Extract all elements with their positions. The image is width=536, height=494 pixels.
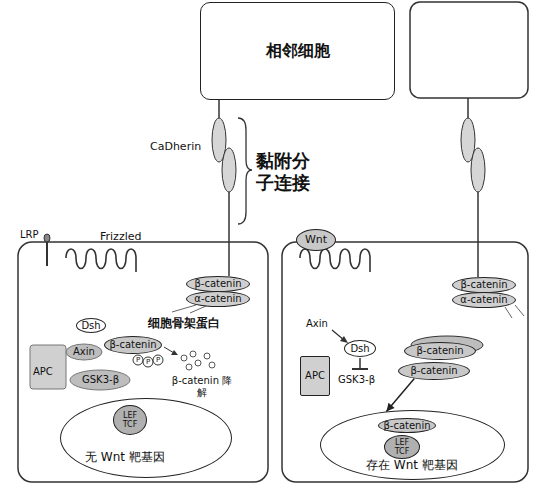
part-label: 细胞骨架蛋白 [148, 316, 220, 330]
part-label: Axin [73, 346, 95, 358]
ligand-oval: Wnt [296, 229, 336, 251]
neighbor-cell: 相邻细胞 [200, 2, 395, 100]
lrp-receptor [46, 240, 48, 266]
node-text: Dsh [81, 320, 100, 332]
inhibition-line [359, 358, 361, 369]
protein-oval: β-catenin [452, 277, 516, 293]
protein-box: APC [300, 356, 330, 396]
part-label: GSK3-β [82, 374, 119, 386]
protein-oval: β-catenin [104, 336, 162, 354]
node-text: β-catenin [460, 279, 507, 291]
node-text: β-catenin [109, 339, 156, 351]
node-text: 存在 Wnt 靶基因 [366, 459, 458, 473]
cadherin-stalk [218, 100, 220, 118]
cytoskeleton-fiber [172, 305, 196, 312]
connector-arrow [386, 379, 414, 412]
nucleus: 存在 Wnt 靶基因 β-cateninLEF TCF [320, 410, 505, 480]
node-text: 无 Wnt 靶基因 [85, 451, 165, 465]
fragment-dot [181, 355, 187, 361]
node-text: β-catenin [194, 278, 241, 290]
phosphate-label: P [143, 357, 153, 367]
neighbor-cell [410, 2, 528, 98]
protein-oval: α-catenin [452, 292, 516, 308]
degradation-arrow [171, 350, 178, 355]
degradation-arrow [164, 347, 174, 353]
activation-arrow [340, 336, 348, 343]
node-text: 相邻细胞 [266, 42, 330, 60]
node-text: Wnt [305, 234, 327, 247]
fragment-dot [209, 362, 215, 368]
protein-oval: β-catenin [398, 362, 470, 380]
cell-outline [282, 242, 528, 482]
cytoskeleton-fiber [190, 306, 206, 313]
protein-oval: α-catenin [186, 291, 250, 307]
protein-oval: β-catenin [186, 276, 250, 292]
process-label: β-catenin 降解 [170, 375, 234, 399]
node-text: β-catenin [416, 345, 463, 357]
cadherin-stalk [228, 192, 230, 276]
node-text: LEF TCF [119, 411, 141, 429]
part-label: Axin [306, 318, 328, 330]
frizzled-receptor [300, 249, 370, 272]
cytoskeleton-fiber [505, 307, 512, 318]
inhibition-bar [352, 368, 368, 370]
fragment-dot [190, 351, 196, 357]
protein-oval: β-catenin [404, 342, 476, 360]
protein-oval: Dsh [344, 340, 376, 357]
phosphate-circle [133, 355, 143, 365]
axin-protein [66, 344, 102, 360]
fragment-dot [186, 364, 192, 370]
part-label: CaDherin [150, 140, 201, 153]
part-label: GSK3-β [338, 374, 375, 386]
part-label: APC [33, 366, 53, 378]
part-label: LRP [20, 229, 39, 241]
cytoskeleton-fiber [515, 305, 524, 316]
transcription-factor: LEF TCF [113, 405, 147, 435]
protein-oval: β-catenin [378, 418, 435, 433]
cadherin [222, 148, 236, 192]
phosphate-label: P [133, 355, 143, 365]
phosphate-label: P [153, 355, 163, 365]
node-text: LEF TCF [391, 438, 413, 456]
node-text: α-catenin [460, 294, 507, 306]
protein-oval: Dsh [76, 318, 106, 333]
phosphate-circle [143, 357, 153, 367]
bracket-label: 黏附分子连接 [256, 150, 314, 193]
apc-protein [30, 345, 66, 389]
lrp-receptor [44, 234, 50, 242]
frizzled-receptor [66, 249, 136, 272]
gsk3-protein [70, 370, 130, 390]
node-text: β-catenin [410, 365, 457, 377]
cadherin-stalk [477, 192, 479, 277]
node-text: β-catenin [383, 420, 430, 432]
node-text: α-catenin [194, 293, 241, 305]
phosphate-circle [153, 355, 163, 365]
nucleus: 无 Wnt 靶基因 LEF TCF [60, 398, 232, 478]
fragment-dot [195, 360, 201, 366]
cell-outline [18, 242, 268, 482]
cadherin-stalk [467, 98, 469, 118]
node-text: Dsh [350, 343, 369, 355]
node-text: APC [305, 370, 325, 382]
fragment-dot [204, 353, 210, 359]
bracket [238, 118, 252, 224]
transcription-factor: LEF TCF [384, 435, 420, 459]
cadherin [471, 148, 485, 192]
part-label: Frizzled [100, 230, 141, 243]
